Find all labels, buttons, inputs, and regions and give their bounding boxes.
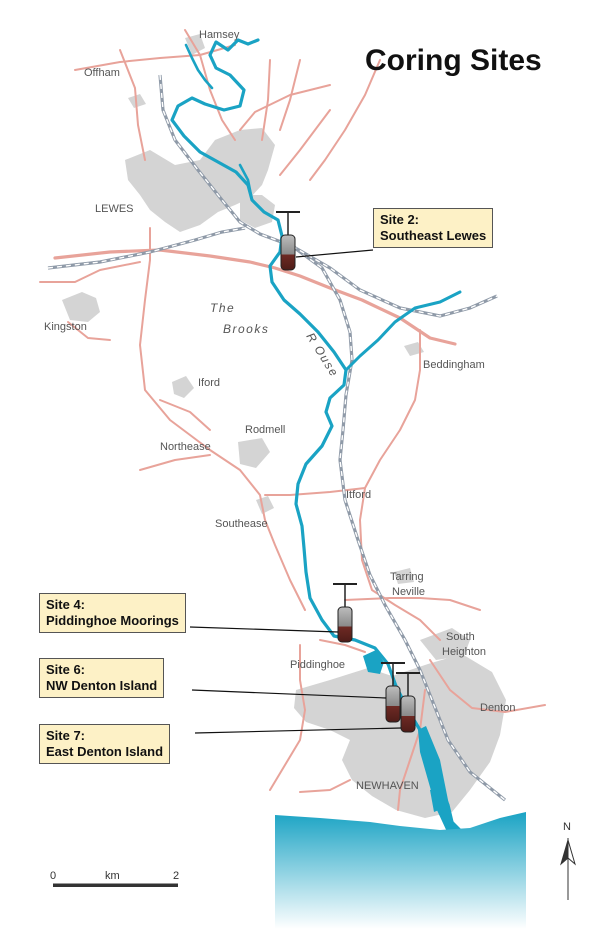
label-heighton: Heighton <box>442 646 486 658</box>
label-northease: Northease <box>160 441 211 453</box>
leader-lines <box>189 249 402 734</box>
label-beddingham: Beddingham <box>423 359 485 371</box>
urban-areas <box>62 34 506 818</box>
coring-site-markers <box>276 211 420 733</box>
label-brooks: Brooks <box>223 322 269 336</box>
site-6-label: Site 6: NW Denton Island <box>39 658 165 698</box>
site-2-label: Site 2: Southeast Lewes <box>373 208 494 248</box>
site-2-core-marker <box>276 211 300 271</box>
site-4-core-marker <box>333 583 357 643</box>
site-7-name: East Denton Island <box>46 744 164 759</box>
label-tarring: Tarring <box>390 571 424 583</box>
north-arrow: N <box>560 821 576 900</box>
site-2-name: Southeast Lewes <box>380 228 487 243</box>
newhaven-harbour <box>363 650 462 834</box>
label-neville: Neville <box>392 586 425 598</box>
southease-urban <box>256 496 274 514</box>
site-6-name: NW Denton Island <box>46 678 158 693</box>
north-arrow-icon <box>560 839 569 866</box>
label-denton: Denton <box>480 702 515 714</box>
site-7-number: Site 7: <box>46 728 86 743</box>
scale-end: 2 <box>173 870 179 882</box>
site-4-name: Piddinghoe Moorings <box>46 613 179 628</box>
label-lewes: LEWES <box>95 203 134 215</box>
label-piddinghoe: Piddinghoe <box>290 659 345 671</box>
site-7-core-marker <box>396 672 420 733</box>
river-ouse <box>170 38 462 824</box>
site-4-number: Site 4: <box>46 597 86 612</box>
label-rodmell: Rodmell <box>245 424 285 436</box>
river-tributary-lewes <box>238 163 254 202</box>
river-tributary-north <box>184 43 214 90</box>
scale-unit: km <box>105 870 120 882</box>
railway <box>47 74 506 802</box>
site-4-label: Site 4: Piddinghoe Moorings <box>39 593 186 633</box>
iford-urban <box>172 376 194 398</box>
label-itford: Itford <box>346 489 371 501</box>
river-tributary-glynde <box>344 290 462 372</box>
label-southease: Southease <box>215 518 268 530</box>
site-6-number: Site 6: <box>46 662 86 677</box>
label-south: South <box>446 631 475 643</box>
sea <box>275 812 526 929</box>
kingston-urban <box>62 292 100 322</box>
label-offham: Offham <box>84 67 120 79</box>
label-the: The <box>210 301 235 315</box>
heighton-urban <box>420 628 470 660</box>
newhaven-urban <box>294 654 506 818</box>
site-6-core-marker <box>381 662 405 723</box>
scale-start: 0 <box>50 870 56 882</box>
tarring-urban <box>394 568 414 584</box>
site-7-label: Site 7: East Denton Island <box>39 724 171 764</box>
label-newhaven: NEWHAVEN <box>356 780 419 792</box>
lewes-urban-east <box>240 195 275 228</box>
rodmell-urban <box>238 438 270 468</box>
label-iford: Iford <box>198 377 220 389</box>
north-label: N <box>563 821 571 833</box>
river-main <box>170 38 454 824</box>
site-2-number: Site 2: <box>380 212 420 227</box>
map-title: Coring Sites <box>365 44 542 77</box>
lewes-urban <box>125 128 275 232</box>
scale-bar: 0 km 2 <box>50 870 179 887</box>
label-kingston: Kingston <box>44 321 87 333</box>
label-hamsey: Hamsey <box>199 29 240 41</box>
